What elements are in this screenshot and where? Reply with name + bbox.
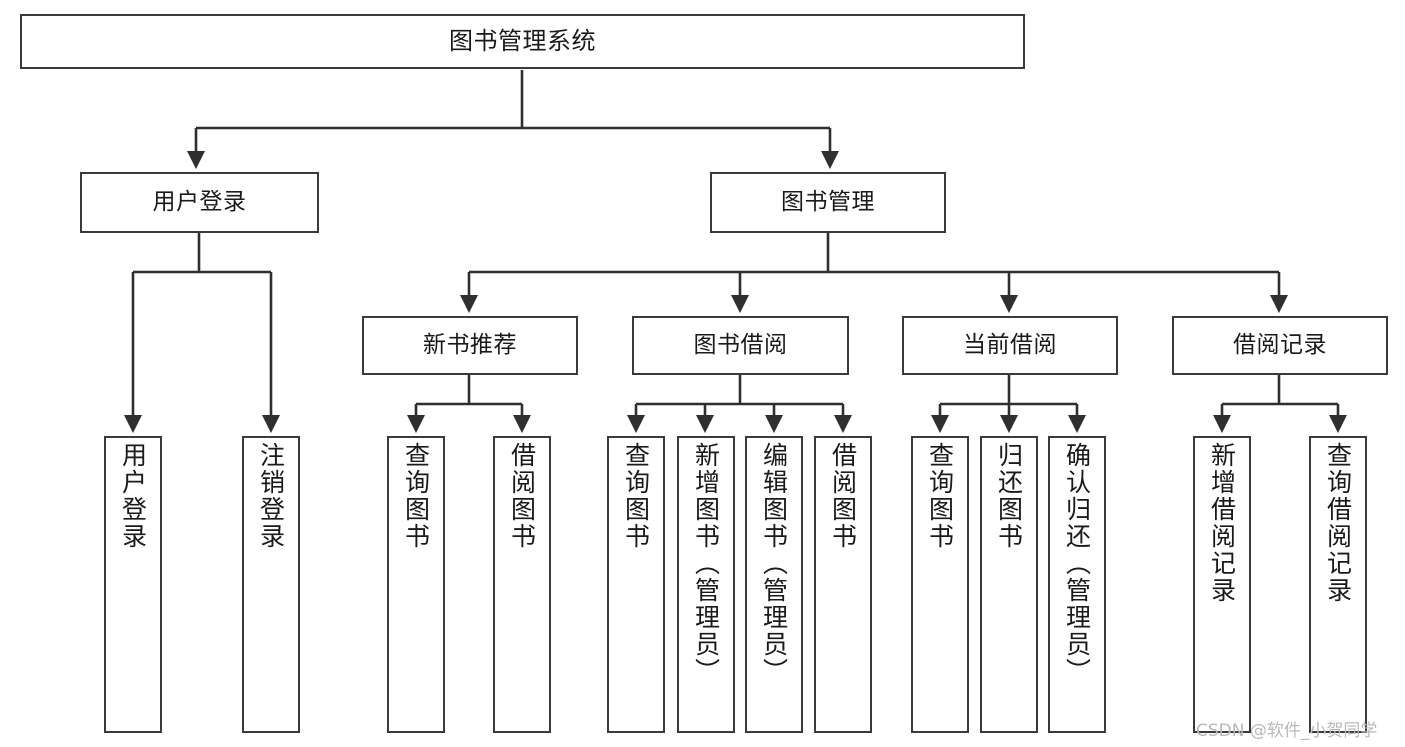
- node-leaf-query-record[interactable]: 查询借阅记录: [1309, 436, 1367, 733]
- node-borrow-record[interactable]: 借阅记录: [1172, 316, 1388, 375]
- node-book-management-label: 图书管理: [781, 189, 875, 216]
- node-leaf-query-book-3[interactable]: 查询图书: [911, 436, 969, 733]
- node-current-borrow-label: 当前借阅: [963, 332, 1057, 359]
- node-leaf-borrow-book-1-label: 借阅图书: [507, 442, 537, 550]
- node-leaf-query-book-1[interactable]: 查询图书: [387, 436, 445, 733]
- node-leaf-borrow-book-2-label: 借阅图书: [828, 442, 858, 550]
- node-leaf-edit-book[interactable]: 编辑图书（管理员）: [745, 436, 803, 733]
- node-new-book-recommend-label: 新书推荐: [423, 332, 517, 359]
- node-root-label: 图书管理系统: [449, 26, 596, 55]
- node-leaf-borrow-book-2[interactable]: 借阅图书: [814, 436, 872, 733]
- node-leaf-query-book-2-label: 查询图书: [621, 442, 651, 550]
- node-leaf-user-login[interactable]: 用户登录: [104, 436, 162, 733]
- node-root[interactable]: 图书管理系统: [20, 14, 1025, 69]
- node-leaf-return-book[interactable]: 归还图书: [980, 436, 1038, 733]
- node-leaf-confirm-return[interactable]: 确认归还（管理员）: [1048, 436, 1106, 733]
- node-leaf-add-record[interactable]: 新增借阅记录: [1193, 436, 1251, 733]
- node-leaf-logout[interactable]: 注销登录: [242, 436, 300, 733]
- node-book-borrow[interactable]: 图书借阅: [632, 316, 849, 375]
- node-current-borrow[interactable]: 当前借阅: [902, 316, 1118, 375]
- node-user-login-label: 用户登录: [152, 189, 247, 216]
- node-leaf-user-login-label: 用户登录: [118, 442, 148, 550]
- node-book-management[interactable]: 图书管理: [710, 172, 946, 233]
- node-borrow-record-label: 借阅记录: [1233, 332, 1327, 359]
- node-leaf-query-book-3-label: 查询图书: [925, 442, 955, 550]
- node-leaf-confirm-return-label: 确认归还（管理员）: [1062, 442, 1092, 685]
- node-leaf-query-book-1-label: 查询图书: [401, 442, 431, 550]
- node-leaf-query-record-label: 查询借阅记录: [1323, 442, 1353, 604]
- node-leaf-query-book-2[interactable]: 查询图书: [607, 436, 665, 733]
- node-leaf-edit-book-label: 编辑图书（管理员）: [759, 442, 789, 685]
- node-leaf-borrow-book-1[interactable]: 借阅图书: [493, 436, 551, 733]
- node-leaf-logout-label: 注销登录: [256, 442, 286, 550]
- node-leaf-return-book-label: 归还图书: [994, 442, 1024, 550]
- node-new-book-recommend[interactable]: 新书推荐: [362, 316, 578, 375]
- node-leaf-add-record-label: 新增借阅记录: [1207, 442, 1237, 604]
- node-user-login[interactable]: 用户登录: [80, 172, 319, 233]
- node-leaf-add-book-label: 新增图书（管理员）: [691, 442, 721, 685]
- csdn-watermark: CSDN @软件_小贺同学: [1196, 721, 1378, 741]
- node-book-borrow-label: 图书借阅: [693, 332, 788, 359]
- node-leaf-add-book[interactable]: 新增图书（管理员）: [677, 436, 735, 733]
